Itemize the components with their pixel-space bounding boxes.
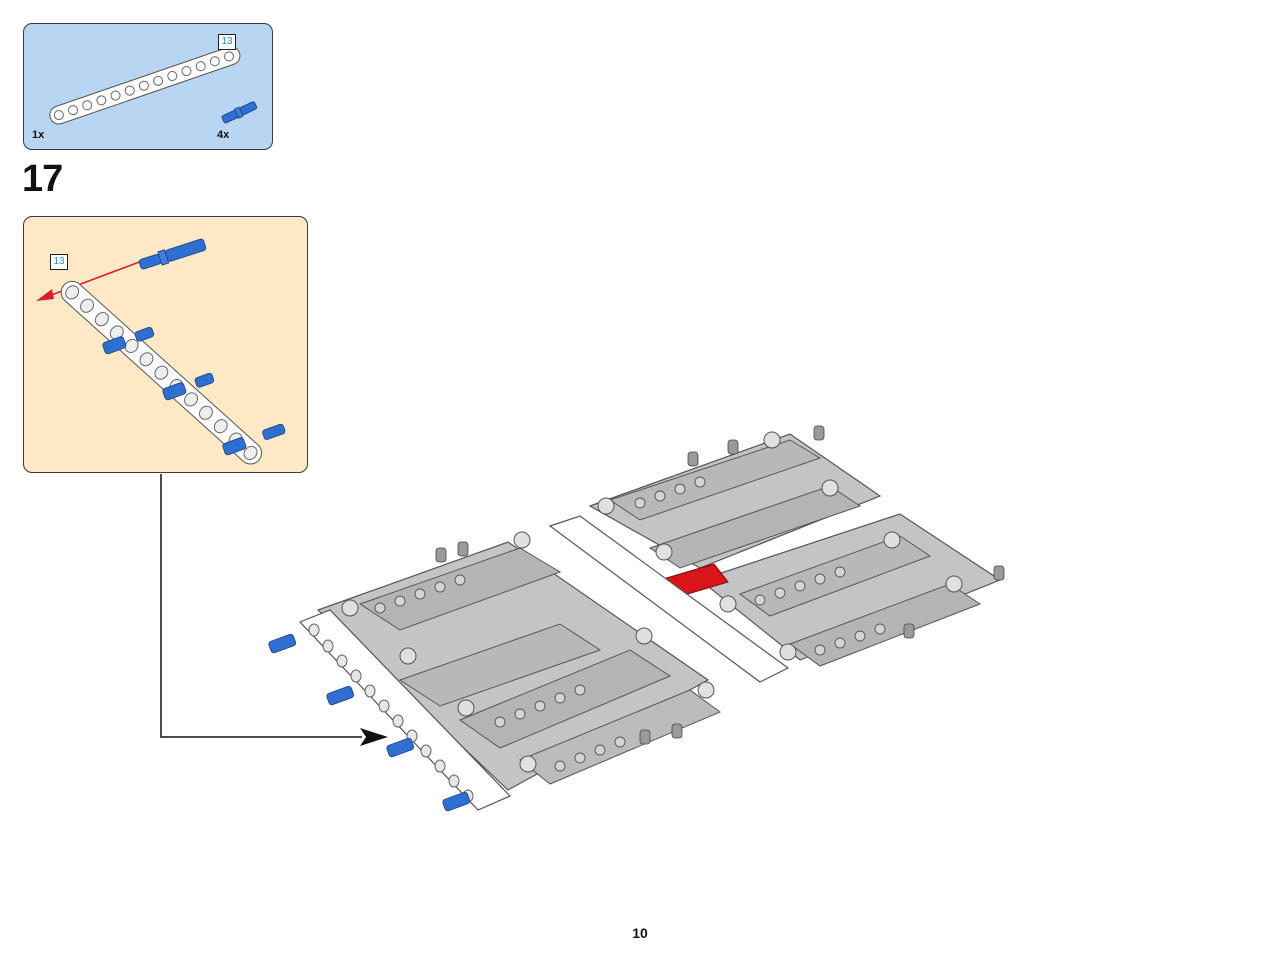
parts-list-callout: 13 1x 4x <box>23 23 273 150</box>
step-number: 17 <box>22 158 63 200</box>
page-number: 10 <box>632 925 648 941</box>
liftarm-quantity: 1x <box>32 129 45 141</box>
white-liftarm-13-icon <box>49 46 241 125</box>
liftarm-length-badge: 13 <box>218 34 236 50</box>
subassembly-length-badge: 13 <box>50 254 68 270</box>
pin-quantity: 4x <box>217 129 230 141</box>
subassembly-illustration <box>36 238 286 465</box>
blue-axle-pin-icon <box>221 101 258 124</box>
subassembly-callout: 13 <box>23 216 308 473</box>
